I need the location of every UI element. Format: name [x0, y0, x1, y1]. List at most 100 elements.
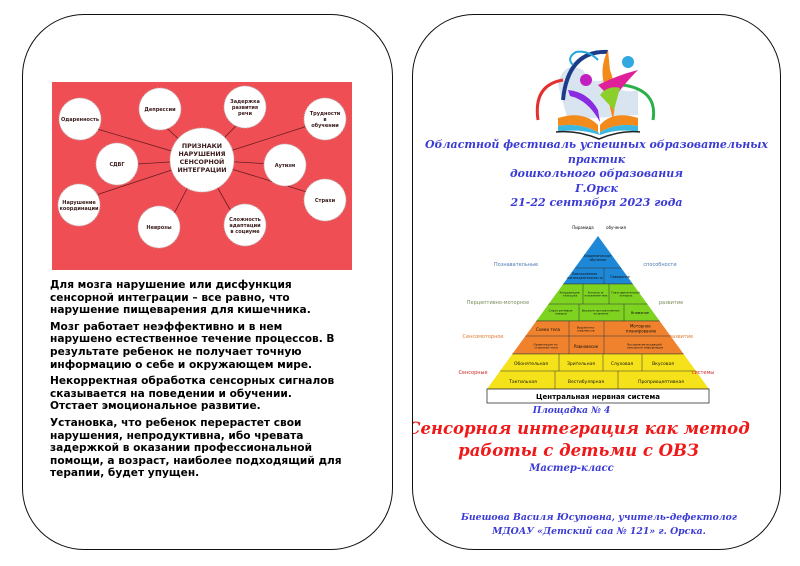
pyramid-cell: Равновесие [574, 344, 599, 349]
diagram-center-label: СЕНСОРНОЙ [180, 157, 225, 166]
side-label-right: развитие [659, 300, 683, 306]
pyramid-band-sensory [487, 353, 709, 389]
author-info: Биешова Василя Юсуповна, учитель-дефекто… [449, 511, 749, 539]
diagram-center-label: ПРИЗНАКИ [182, 143, 222, 150]
text-line: Мозг работает неэффективно и в нем [50, 320, 283, 333]
text-line: нарушено естественное течение процессов.… [50, 333, 335, 346]
pyramid-cell: Визуально-пространственное восприятие [582, 310, 620, 316]
diagram-node [303, 97, 347, 141]
pyramid-cell: Проприоцептивная [638, 379, 684, 385]
diagram-node-label: адаптации [229, 223, 261, 229]
diagram-node-label: речи [238, 111, 252, 117]
title-line: работы с детьми с ОВЗ [458, 441, 699, 460]
diagram-node [137, 205, 181, 249]
diagram-node-label: Неврозы [146, 225, 172, 231]
text-line: сенсорной интеграции – все равно, что [50, 291, 290, 304]
text-line: Установка, что ребенок перерастет свои [50, 416, 302, 429]
text-line: нарушения, непродуктивна, ибо чревата [50, 429, 304, 442]
diagram-node [263, 143, 307, 187]
diagram-node-label: Нарушение [62, 200, 96, 206]
diagram-node-label: Трудности [310, 111, 341, 117]
text-line: Некорректная обработка сенсорных сигнало… [50, 375, 335, 388]
festival-line: Областной фестиваль успешных образовател… [424, 138, 768, 151]
diagram-node-label: СДВГ [109, 162, 125, 168]
pyramid-cell: Моторное планирование [626, 324, 657, 334]
pyramid-cell: Обонятельная [514, 361, 548, 367]
pyramid-cell: Ориентация по сторонам тела [533, 342, 558, 349]
subtitle: Мастер-класс [529, 463, 614, 474]
text-line: сказывается на поведении и обучении. [50, 387, 292, 400]
diagram-node-label: координации [60, 206, 99, 212]
diagram-node-label: Страхи [315, 198, 336, 204]
side-label-left: Познавательные [494, 262, 538, 268]
diagram-node [303, 178, 347, 222]
text-line: Для мозга нарушение или дисфункция [50, 279, 292, 291]
text-line: терапии, будет упущен. [50, 467, 200, 480]
pyramid-base-label: Центральная нервная система [536, 393, 660, 401]
diagram-node [95, 142, 139, 186]
festival-logo [535, 49, 656, 140]
diagram-node-label: Задержка [230, 99, 260, 105]
festival-line: дошкольного образования [509, 167, 683, 180]
pyramid-cell: Глазо-двигательный контроль [611, 291, 640, 298]
side-label-right: системы [692, 370, 715, 376]
center-circle [169, 127, 235, 193]
side-label-right: способности [643, 262, 676, 268]
festival-title: Областной фестиваль успешных образовател… [413, 138, 780, 211]
diagram-node-label: Депрессии [144, 107, 176, 113]
pyramid-cell: Академическое обучение [584, 254, 613, 262]
diagram-center-label: ИНТЕГРАЦИИ [177, 167, 226, 174]
pyramid-top-label: Пирамида [572, 225, 594, 230]
diagram-node-label: Аутизм [275, 163, 296, 169]
pyramid-cell: Вестибулярная [568, 379, 604, 385]
learning-pyramid: Центральная нервная система Пирамида обу… [458, 225, 715, 404]
diagram-node-label: в [323, 117, 326, 123]
pyramid-base [486, 388, 710, 404]
pyramid-cell: Выработка рефлексов [577, 325, 595, 332]
author-organization: МДОАУ «Детский саа № 121» г. Орска. [492, 526, 706, 537]
diagram-node-label: Одаренность [61, 117, 99, 123]
festival-city: Г.Орск [575, 181, 618, 195]
text-line: помощи, а возраст, наиболее подходящий д… [50, 454, 342, 467]
pyramid-cell: Вкусовая [652, 361, 674, 367]
diagram-node-label: развития [232, 105, 258, 111]
pyramid-cell: Слуховая [611, 361, 634, 367]
right-page: Областной фестиваль успешных образовател… [412, 14, 781, 550]
text-line: нарушение пищеварения для кишечника. [50, 304, 311, 317]
diagram-node-label: обучении [311, 122, 339, 129]
title-line: Сенсорная интеграция как метод [412, 419, 750, 438]
side-label-left: Перцептивно-моторное [467, 300, 529, 306]
sensory-integration-diagram: Одаренность Депрессии Задержкаразвитияречи… [52, 82, 352, 270]
pyramid-cell: Координация глаз-рука [560, 290, 581, 297]
diagram-node [223, 203, 267, 247]
text-line: информацию о себе и окружающем мире. [50, 358, 313, 371]
pyramid-cell: Восприятие входящей сенсорной информации [627, 342, 664, 349]
pyramid-cell: Слухо-речевые навыки [549, 308, 574, 315]
venue-label: Площадка № 4 [532, 406, 611, 416]
diagram-node [223, 85, 267, 129]
diagram-node [57, 183, 101, 227]
pyramid-top-label: обучения [606, 225, 626, 230]
diagram-node-label: в социуме [230, 229, 260, 235]
pyramid-cell: Зрительная [567, 361, 595, 367]
side-label-left: Сенсомоторное [462, 334, 503, 340]
diagram-center-label: НАРУШЕНИЯ [178, 151, 225, 158]
festival-dates: 21-22 сентября 2023 года [510, 196, 683, 209]
paragraph: Некорректная обработка сенсорных сигнало… [50, 375, 360, 413]
pyramid-cell: Контроль за положением тела [585, 292, 608, 298]
side-label-left: Сенсорные [458, 370, 487, 376]
side-label-right: развитие [669, 334, 693, 340]
festival-line: практик [567, 152, 626, 166]
text-line: Отстает эмоциональное развитие. [50, 400, 261, 413]
text-line: задержкой в оказании профессиональной [50, 442, 312, 455]
pyramid-cell: Повседневная жизнедеятельность [567, 272, 603, 280]
pyramid-cell: Схема тела [536, 327, 561, 332]
pyramid-cell: Внимание [631, 311, 649, 315]
masterclass-title: Сенсорная интеграция как метод работы с … [412, 418, 762, 462]
text-line: результате ребенок не получает точную [50, 345, 302, 358]
diagram-node-label: Сложность [229, 217, 261, 223]
